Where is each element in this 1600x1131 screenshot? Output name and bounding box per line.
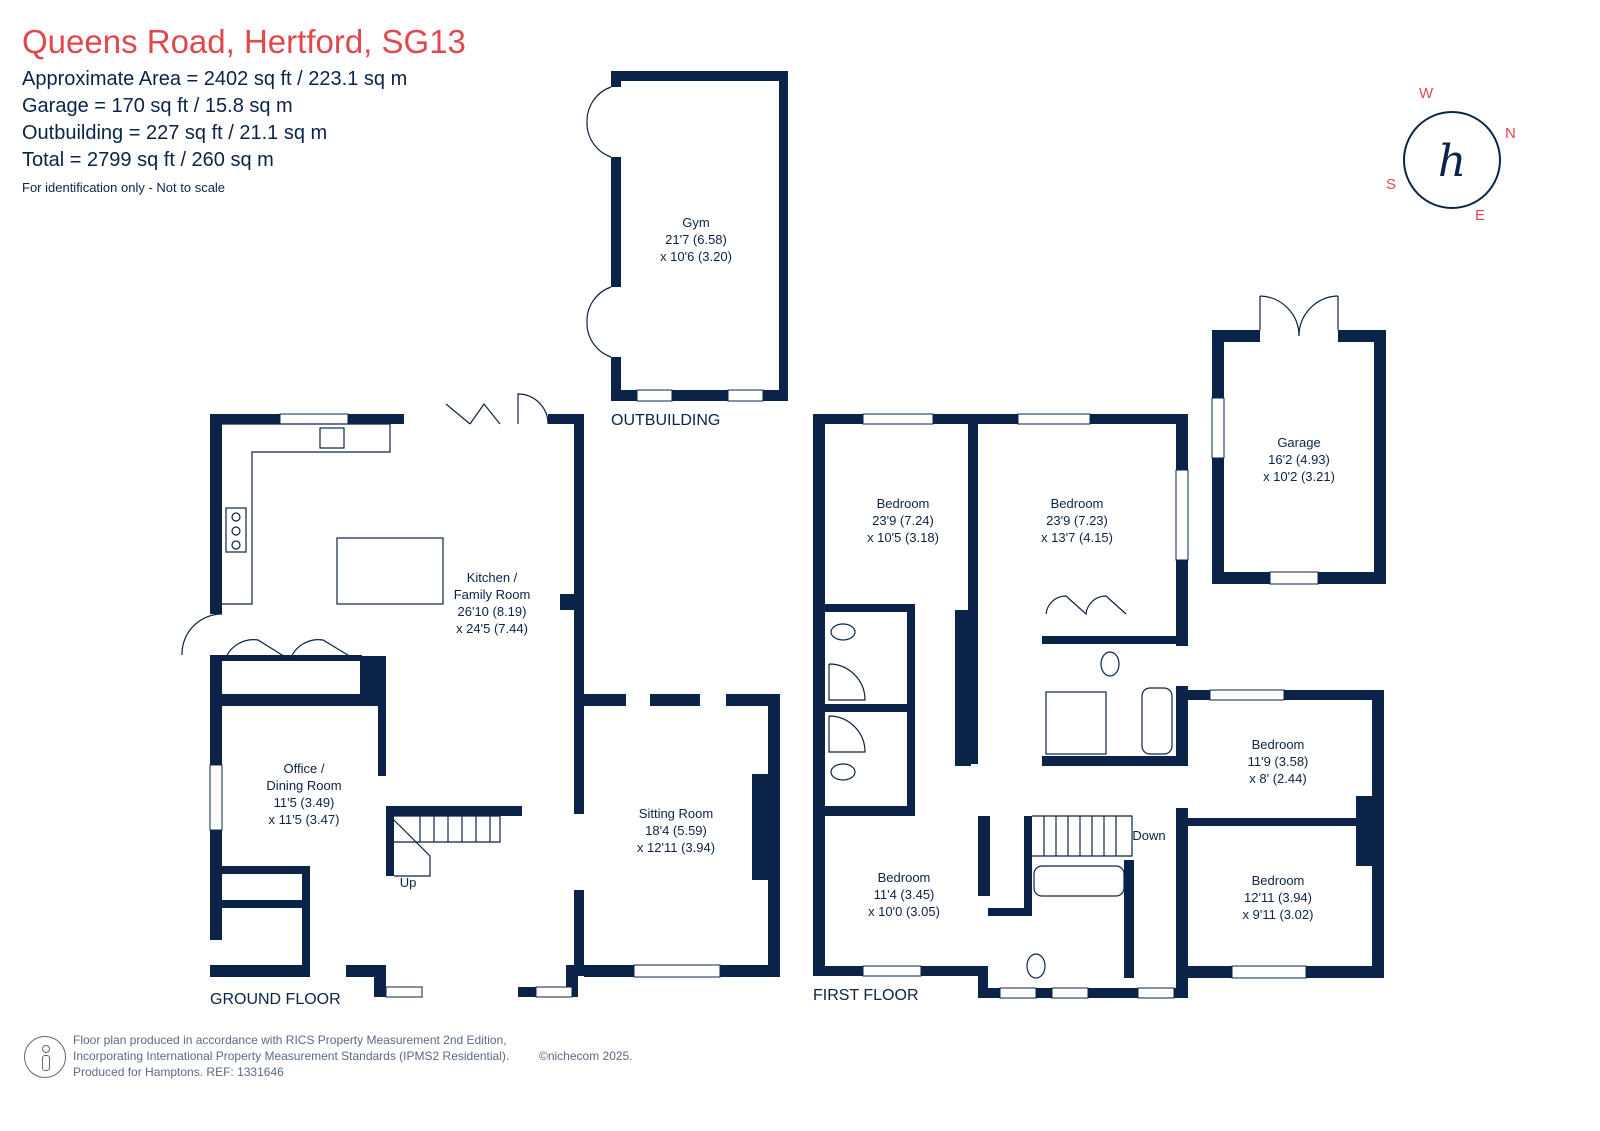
room-bed2-name: Bedroom: [1051, 496, 1104, 511]
room-kitchen: Kitchen / Family Room 26'10 (8.19) x 24'…: [454, 570, 531, 636]
footer: Floor plan produced in accordance with R…: [73, 1032, 633, 1080]
outbuilding-label: OUTBUILDING: [611, 412, 720, 429]
room-gym: Gym 21'7 (6.58) x 10'6 (3.20): [660, 215, 732, 264]
room-gym-dim1: 21'7 (6.58): [665, 232, 727, 247]
room-sitting-dim1: 18'4 (5.59): [645, 823, 707, 838]
footer-line-3: Produced for Hamptons. REF: 1331646: [73, 1065, 284, 1079]
room-sitting: Sitting Room 18'4 (5.59) x 12'11 (3.94): [637, 806, 715, 855]
footer-line-2: Incorporating International Property Mea…: [73, 1049, 510, 1063]
room-bed1-dim1: 23'9 (7.24): [872, 513, 934, 528]
compass-logo-mark: h: [1438, 136, 1466, 187]
outbuilding-plan: OUTBUILDING: [586, 71, 788, 429]
room-bed1-name: Bedroom: [877, 496, 930, 511]
stairs-down-label: Down: [1132, 828, 1165, 843]
room-gym-dim2: x 10'6 (3.20): [660, 249, 732, 264]
first-floor-plan: FIRST FLOOR Down: [813, 295, 1386, 1004]
room-bed2-dim1: 23'9 (7.23): [1046, 513, 1108, 528]
room-bed5-name: Bedroom: [1252, 873, 1305, 888]
room-bed5-dim2: x 9'11 (3.02): [1243, 907, 1314, 922]
room-garage-dim1: 16'2 (4.93): [1268, 452, 1330, 467]
room-kitchen-name2: Family Room: [454, 587, 531, 602]
room-bed3-dim1: 11'9 (3.58): [1248, 754, 1309, 769]
room-bed4-dim1: 11'4 (3.45): [874, 887, 935, 902]
room-bed2-dim2: x 13'7 (4.15): [1041, 530, 1113, 545]
room-kitchen-dim1: 26'10 (8.19): [458, 604, 527, 619]
disclaimer-note: For identification only - Not to scale: [22, 180, 226, 195]
ground-floor-label: GROUND FLOOR: [210, 991, 341, 1008]
garage-area: Garage = 170 sq ft / 15.8 sq m: [22, 95, 293, 117]
room-sitting-name: Sitting Room: [639, 806, 713, 821]
room-office: Office / Dining Room 11'5 (3.49) x 11'5 …: [266, 761, 341, 827]
room-office-name2: Dining Room: [266, 778, 341, 793]
room-kitchen-name1: Kitchen /: [467, 570, 518, 585]
info-icon: [24, 1036, 66, 1078]
room-kitchen-dim2: x 24'5 (7.44): [456, 621, 528, 636]
page-title: Queens Road, Hertford, SG13: [22, 23, 466, 60]
footer-line-1: Floor plan produced in accordance with R…: [73, 1033, 507, 1047]
room-sitting-dim2: x 12'11 (3.94): [637, 840, 715, 855]
header: Queens Road, Hertford, SG13 Approximate …: [22, 23, 466, 196]
compass-w: W: [1419, 85, 1434, 102]
room-bedroom-5: Bedroom 12'11 (3.94) x 9'11 (3.02): [1243, 873, 1314, 922]
room-bedroom-4: Bedroom 11'4 (3.45) x 10'0 (3.05): [868, 870, 940, 919]
room-bed4-name: Bedroom: [878, 870, 931, 885]
room-bed3-dim2: x 8' (2.44): [1249, 771, 1306, 786]
room-garage: Garage 16'2 (4.93) x 10'2 (3.21): [1263, 435, 1335, 484]
room-garage-dim2: x 10'2 (3.21): [1263, 469, 1335, 484]
room-office-dim1: 11'5 (3.49): [274, 795, 335, 810]
compass-e: E: [1475, 207, 1485, 224]
room-office-name1: Office /: [284, 761, 325, 776]
approximate-area: Approximate Area = 2402 sq ft / 223.1 sq…: [22, 68, 408, 90]
compass-n: N: [1505, 125, 1516, 142]
room-bed4-dim2: x 10'0 (3.05): [868, 904, 940, 919]
room-bedroom-3: Bedroom 11'9 (3.58) x 8' (2.44): [1248, 737, 1309, 786]
room-gym-name: Gym: [682, 215, 709, 230]
room-garage-name: Garage: [1277, 435, 1320, 450]
stairs-up-label: Up: [400, 875, 417, 890]
first-floor-label: FIRST FLOOR: [813, 987, 919, 1004]
room-bed5-dim1: 12'11 (3.94): [1244, 890, 1312, 905]
footer-copyright: ©nichecom 2025.: [539, 1049, 633, 1063]
room-bed3-name: Bedroom: [1252, 737, 1305, 752]
room-bedroom-2: Bedroom 23'9 (7.23) x 13'7 (4.15): [1041, 496, 1113, 545]
ground-floor-plan: GROUND FLOOR Up: [181, 393, 780, 1008]
outbuilding-area: Outbuilding = 227 sq ft / 21.1 sq m: [22, 122, 328, 144]
compass-s: S: [1386, 176, 1396, 193]
room-office-dim2: x 11'5 (3.47): [269, 812, 340, 827]
total-area: Total = 2799 sq ft / 260 sq m: [22, 149, 274, 171]
room-bed1-dim2: x 10'5 (3.18): [867, 530, 939, 545]
compass-logo: h W N S E: [1386, 85, 1516, 224]
room-bedroom-1: Bedroom 23'9 (7.24) x 10'5 (3.18): [867, 496, 939, 545]
